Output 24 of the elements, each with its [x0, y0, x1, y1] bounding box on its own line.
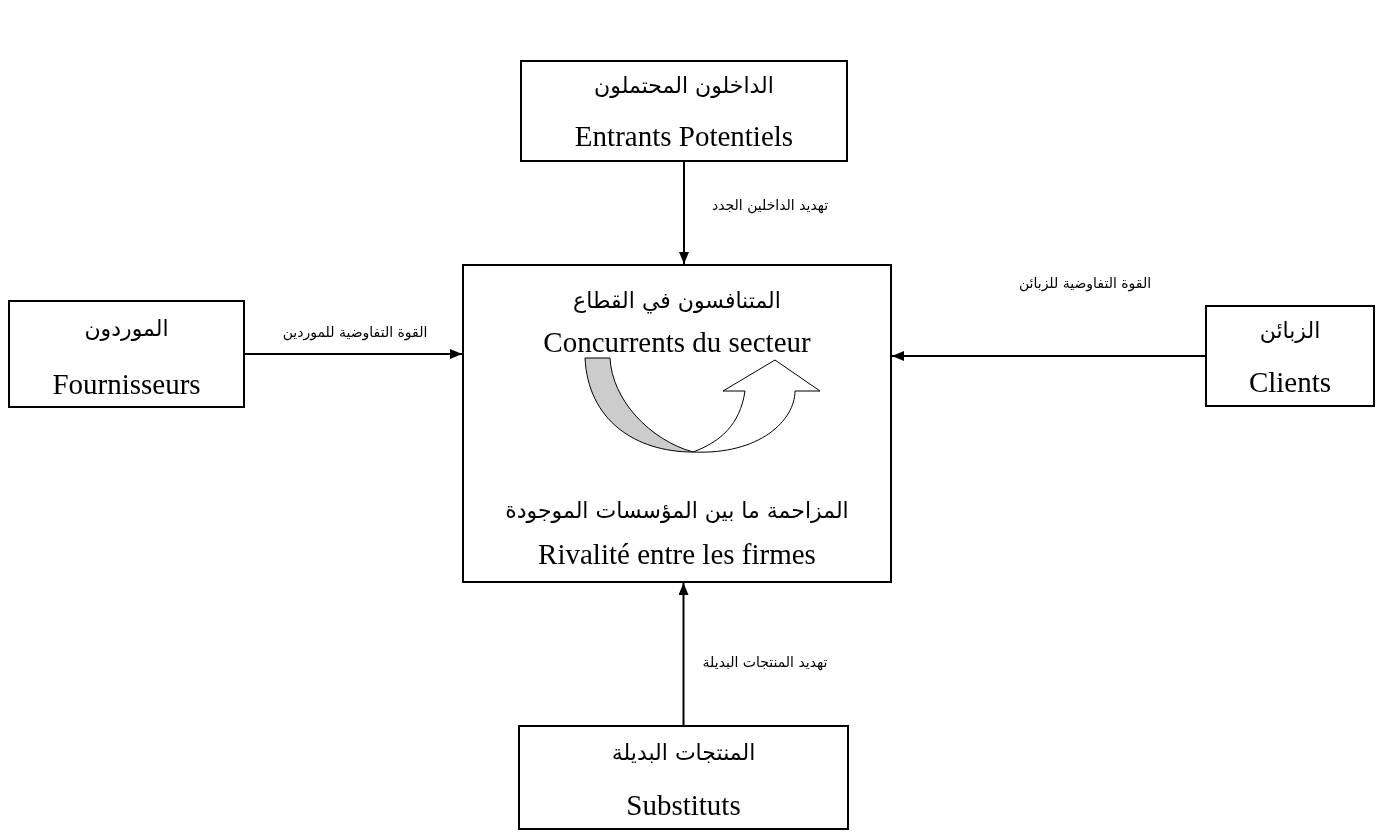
edge-label: القوة التفاوضية للموردين — [280, 323, 430, 341]
arrow — [678, 582, 689, 726]
box-text: Entrants Potentiels — [573, 119, 795, 154]
box-text: المنتجات البديلة — [610, 740, 757, 767]
process-box — [462, 264, 892, 583]
edge-label: تهديد المنتجات البديلة — [700, 653, 830, 671]
box-text: الزبائن — [1258, 318, 1322, 345]
box-text: Clients — [1247, 365, 1333, 400]
arrow — [679, 161, 689, 265]
process-box — [518, 725, 849, 830]
box-text: الموردون — [83, 316, 170, 343]
process-box — [8, 300, 245, 408]
arrow — [891, 351, 1206, 361]
process-box — [520, 60, 848, 162]
edge-label: تهديد الداخلين الجدد — [709, 196, 831, 214]
box-text: الداخلون المحتملون — [593, 73, 775, 100]
process-box — [1205, 305, 1375, 407]
box-text: Concurrents du secteur — [542, 325, 812, 360]
box-text: المزاحمة ما بين المؤسسات الموجودة — [504, 498, 850, 525]
box-text: المتنافسون في القطاع — [572, 288, 782, 315]
box-text: Fournisseurs — [51, 367, 202, 402]
arrow — [244, 349, 463, 359]
box-text: Substituts — [625, 788, 742, 823]
box-text: Rivalité entre les firmes — [537, 537, 817, 572]
